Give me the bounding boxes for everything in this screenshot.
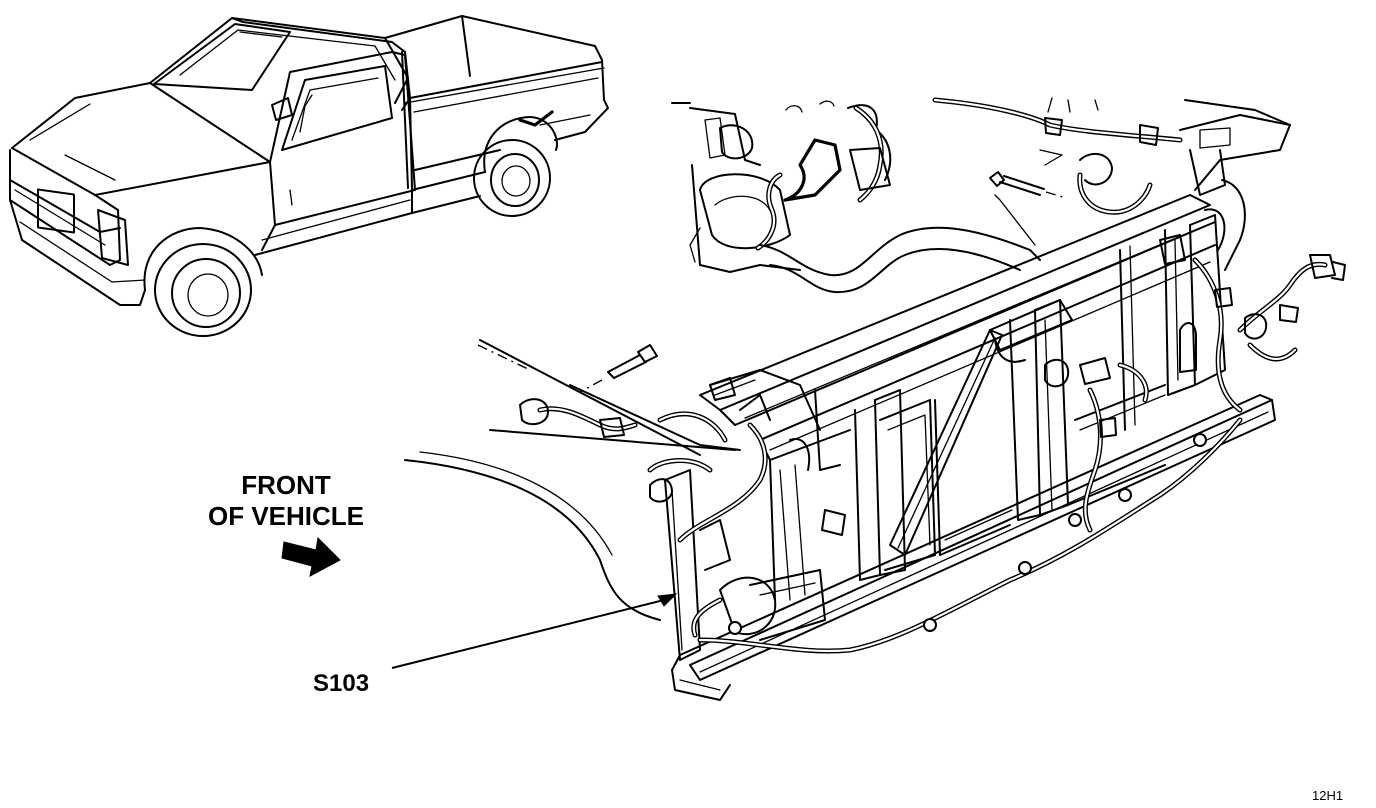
right-arrow-icon xyxy=(281,536,341,577)
wiring-harness xyxy=(519,234,1346,654)
radiator-support-assembly xyxy=(664,99,1291,701)
splice-s103-label: S103 xyxy=(313,670,370,697)
mounting-bolt xyxy=(579,344,658,393)
front-of-vehicle-line1: FRONT xyxy=(241,470,331,500)
fender-outline xyxy=(404,339,741,621)
firewall-and-engine-detail xyxy=(671,97,1183,294)
figure-code: 12H1 xyxy=(1312,788,1344,803)
front-of-vehicle-line2: OF VEHICLE xyxy=(207,501,364,531)
front-of-vehicle-label: FRONT OF VEHICLE xyxy=(196,470,376,532)
s103-leader-line xyxy=(391,593,678,669)
pickup-truck-illustration xyxy=(9,15,609,337)
